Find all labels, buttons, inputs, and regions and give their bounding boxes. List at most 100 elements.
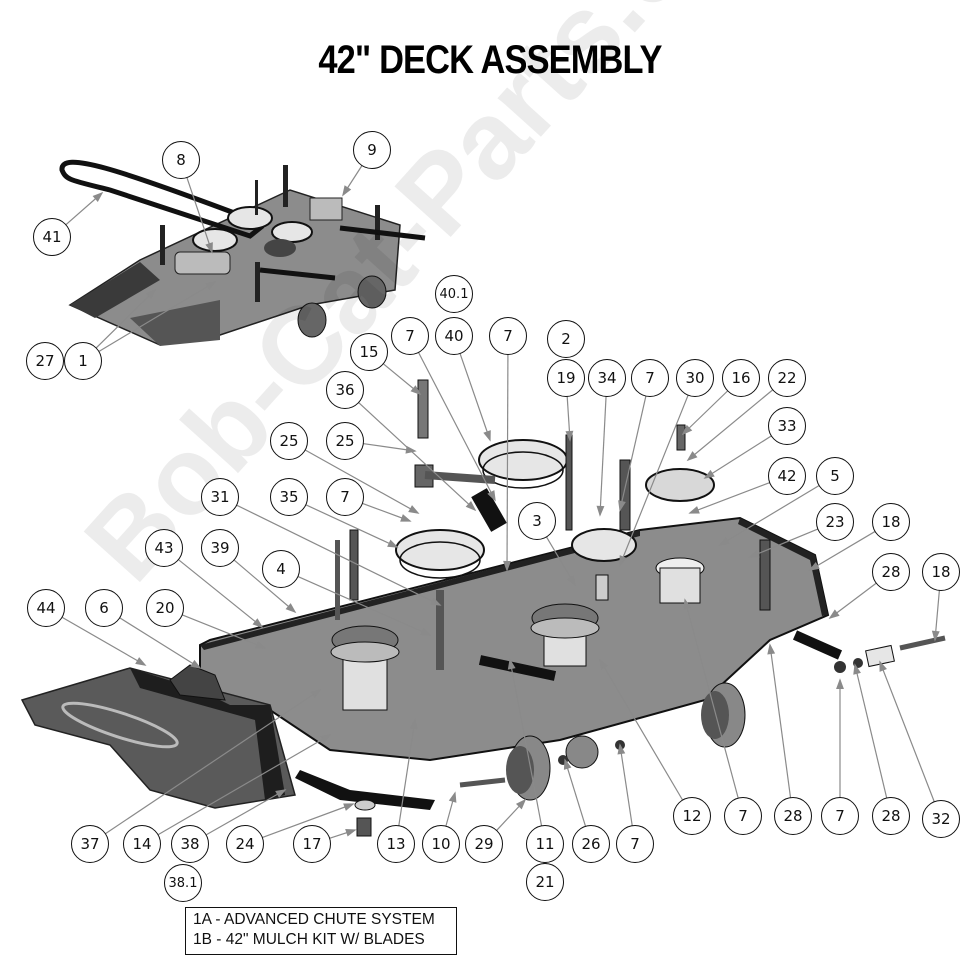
leader-line [599,659,684,801]
leader-arrowhead [255,640,267,649]
callout-part-25[interactable]: 25 [326,422,364,460]
callout-part-28[interactable]: 28 [872,553,910,591]
callout-part-29[interactable]: 29 [465,825,503,863]
leader-arrowhead [145,288,157,300]
leader-line [599,395,607,516]
callout-part-1[interactable]: 1 [64,342,102,380]
callout-part-30[interactable]: 30 [676,359,714,397]
callout-part-12[interactable]: 12 [673,797,711,835]
callout-part-18[interactable]: 18 [872,503,910,541]
callout-part-16[interactable]: 16 [722,359,760,397]
callout-part-15[interactable]: 15 [350,333,388,371]
leader-arrowhead [135,657,147,666]
leader-arrowhead [92,191,104,202]
leader-arrowhead [683,598,692,610]
callout-part-34[interactable]: 34 [588,359,626,397]
callout-part-44[interactable]: 44 [27,589,65,627]
callout-part-43[interactable]: 43 [145,529,183,567]
leader-arrowhead [748,549,760,558]
callout-part-37[interactable]: 37 [71,825,109,863]
callout-part-18[interactable]: 18 [922,553,960,591]
leader-line [186,176,213,253]
leader-arrowhead [285,603,297,614]
callout-part-36[interactable]: 36 [326,371,364,409]
callout-part-40-1[interactable]: 40.1 [435,275,473,313]
leader-arrowhead [767,643,776,655]
leader-arrowhead [503,560,511,572]
callout-part-19[interactable]: 19 [547,359,585,397]
leader-line [809,530,876,571]
leader-arrowhead [618,500,626,512]
callout-part-2[interactable]: 2 [547,320,585,358]
leader-arrowhead [205,281,217,291]
callout-part-25[interactable]: 25 [270,422,308,460]
callout-part-40[interactable]: 40 [435,317,473,355]
callout-part-22[interactable]: 22 [768,359,806,397]
leader-line [619,394,689,566]
callout-part-4[interactable]: 4 [262,550,300,588]
leader-arrowhead [420,627,432,636]
leader-line [829,582,877,619]
callout-part-31[interactable]: 31 [201,478,239,516]
callout-part-41[interactable]: 41 [33,218,71,256]
leader-line [459,352,491,441]
callout-part-27[interactable]: 27 [26,342,64,380]
leader-arrowhead [879,660,887,672]
leader-line [509,659,543,827]
callout-part-39[interactable]: 39 [201,529,239,567]
legend-line-1a: 1A - ADVANCED CHUTE SYSTEM [193,911,435,928]
leader-arrowhead [703,469,715,479]
leader-arrowhead [617,743,626,755]
leader-arrowhead [448,791,457,803]
leader-arrowhead [596,505,605,517]
leader-line [682,390,729,435]
callout-part-42[interactable]: 42 [768,457,806,495]
callout-part-8[interactable]: 8 [162,141,200,179]
leader-arrowhead [310,689,322,699]
leader-arrowhead [828,609,840,620]
callout-part-11[interactable]: 11 [526,825,564,863]
callout-part-10[interactable]: 10 [422,825,460,863]
callout-part-28[interactable]: 28 [872,797,910,835]
leader-arrowhead [465,500,477,512]
callout-part-13[interactable]: 13 [377,825,415,863]
callout-part-14[interactable]: 14 [123,825,161,863]
callout-part-7[interactable]: 7 [391,317,429,355]
leader-arrowhead [681,424,693,436]
callout-part-21[interactable]: 21 [526,863,564,901]
callout-part-17[interactable]: 17 [293,825,331,863]
callout-part-32[interactable]: 32 [922,800,960,838]
callout-part-38-1[interactable]: 38.1 [164,864,202,902]
callout-part-7[interactable]: 7 [821,797,859,835]
callout-part-38[interactable]: 38 [171,825,209,863]
leader-line [233,559,296,613]
callout-part-24[interactable]: 24 [226,825,264,863]
callout-part-28[interactable]: 28 [774,797,812,835]
leader-arrowhead [345,829,357,837]
leader-arrowhead [408,505,420,514]
callout-part-7[interactable]: 7 [326,478,364,516]
callout-part-7[interactable]: 7 [631,359,669,397]
leader-arrowhead [686,451,698,462]
callout-part-7[interactable]: 7 [724,797,762,835]
leader-line [61,616,146,666]
callout-part-35[interactable]: 35 [270,478,308,516]
page-title: 42" DECK ASSEMBLY [318,38,662,82]
callout-part-23[interactable]: 23 [816,503,854,541]
leader-line [357,401,476,511]
leader-line [157,734,331,836]
callout-part-9[interactable]: 9 [353,131,391,169]
leader-line [769,644,792,799]
callout-part-3[interactable]: 3 [518,502,556,540]
callout-part-6[interactable]: 6 [85,589,123,627]
leader-arrowhead [320,734,332,743]
main-deck-illustration [20,379,946,837]
callout-part-20[interactable]: 20 [146,589,184,627]
callout-part-7[interactable]: 7 [616,825,654,863]
callout-part-33[interactable]: 33 [768,407,806,445]
callout-part-5[interactable]: 5 [816,457,854,495]
leader-arrowhead [566,575,576,587]
callout-part-26[interactable]: 26 [572,825,610,863]
callout-part-7[interactable]: 7 [489,317,527,355]
